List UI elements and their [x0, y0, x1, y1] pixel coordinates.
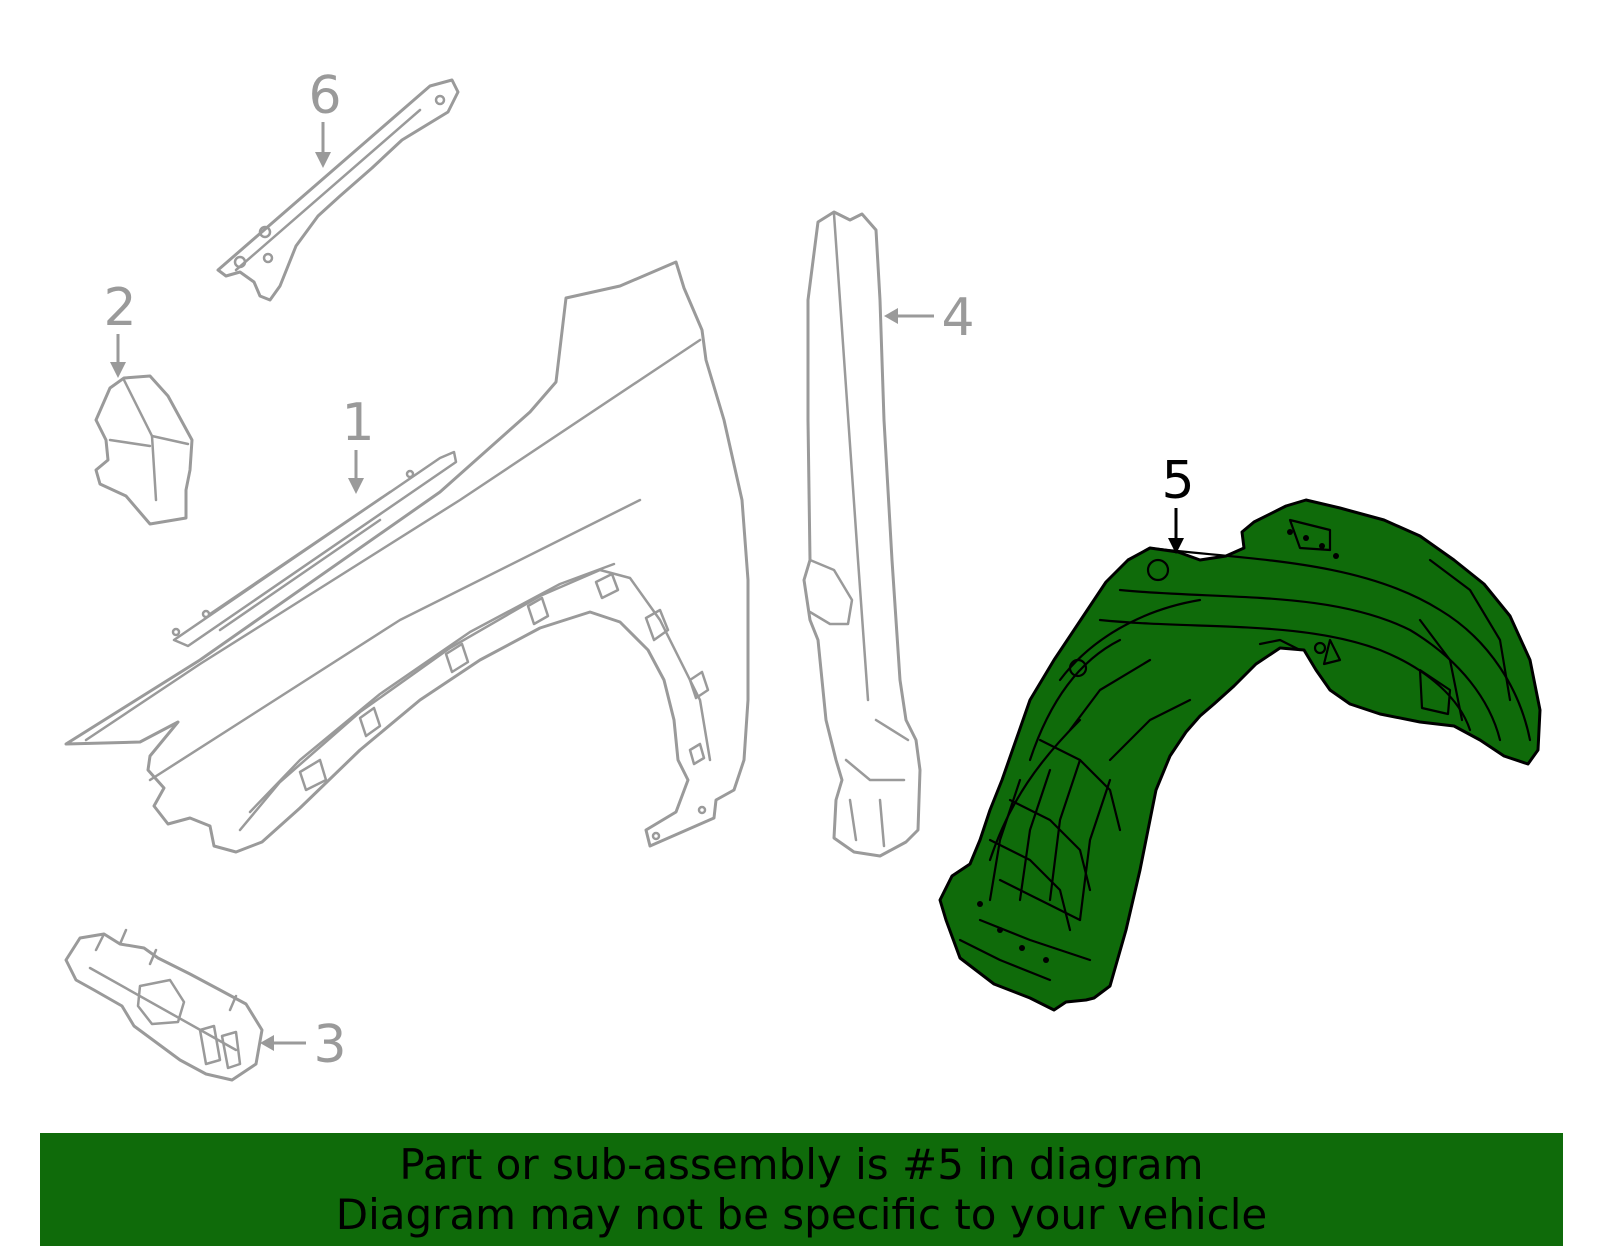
- callout-4: 4: [941, 288, 974, 348]
- callout-1: 1: [341, 393, 374, 453]
- callout-3: 3: [313, 1015, 346, 1075]
- part-5-fender-liner[interactable]: [938, 498, 1542, 1012]
- info-banner: Part or sub-assembly is #5 in diagram Di…: [40, 1133, 1563, 1246]
- arrowhead-1: [348, 478, 364, 494]
- banner-line-1: Part or sub-assembly is #5 in diagram: [399, 1139, 1204, 1189]
- arrowhead-4: [884, 308, 898, 324]
- callout-6: 6: [308, 66, 341, 126]
- arrowhead-5: [1168, 538, 1184, 554]
- banner-line-2: Diagram may not be specific to your vehi…: [335, 1189, 1268, 1239]
- part-4-support[interactable]: [802, 210, 922, 858]
- arrowhead-3: [260, 1035, 274, 1051]
- part-3-bracket[interactable]: [64, 928, 264, 1082]
- part-6-bracket[interactable]: [216, 78, 460, 302]
- arrowhead-6: [315, 152, 331, 168]
- arrowhead-2: [110, 362, 126, 378]
- part-1-fender[interactable]: [64, 260, 750, 854]
- callout-2: 2: [103, 278, 136, 338]
- part-2-bracket[interactable]: [94, 374, 194, 526]
- callout-5: 5: [1161, 451, 1194, 511]
